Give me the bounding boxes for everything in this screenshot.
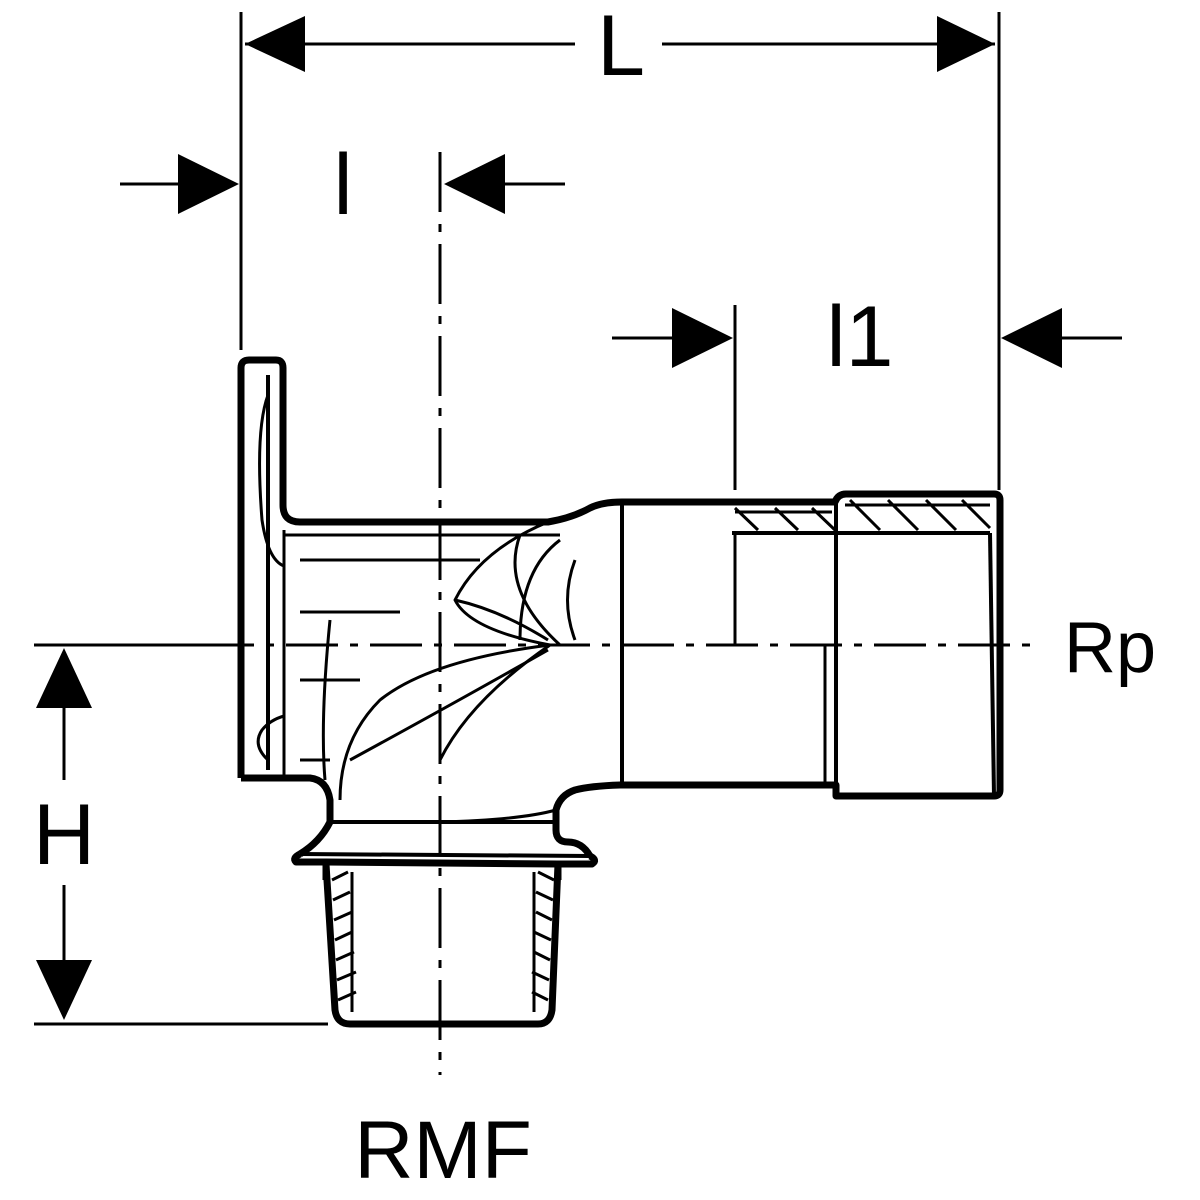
collar-mid-line <box>299 852 591 858</box>
wall-plate <box>237 356 301 782</box>
label-l: l <box>333 137 352 233</box>
arrowhead-l1-left <box>672 308 733 368</box>
body-bottom-left-outline <box>270 774 334 858</box>
arrowhead-l-left <box>178 154 239 214</box>
arrowhead-l-right <box>444 154 505 214</box>
inner-edge-right <box>988 532 996 797</box>
arrowhead-H-bottom <box>36 960 92 1020</box>
collar-right <box>554 852 599 880</box>
arrowhead-l1-right <box>1001 308 1062 368</box>
elbow-body <box>270 490 1004 858</box>
label-l1: l1 <box>827 289 894 385</box>
dimension-L: L <box>239 0 1001 490</box>
dimension-l1: l1 <box>612 289 1122 490</box>
flow-curve-1 <box>453 520 551 647</box>
wall-plate-gusset-bottom <box>256 714 285 762</box>
internal-thread-hatching <box>733 498 992 532</box>
label-RMF: RMF <box>354 1105 532 1196</box>
flow-curve-7 <box>513 534 562 647</box>
arrowhead-L-left <box>245 16 305 72</box>
label-Rp: Rp <box>1064 608 1156 688</box>
collar-left <box>291 850 330 880</box>
thread-top-line <box>325 858 559 868</box>
arrowhead-H-top <box>36 648 92 708</box>
flow-curve-6 <box>349 648 549 762</box>
body-top-outline <box>300 490 1004 790</box>
flow-curve-9 <box>321 619 332 781</box>
male-thread-hatching <box>331 870 555 1002</box>
body-bottom-outline <box>552 781 1004 858</box>
flow-curve-8 <box>566 559 577 641</box>
dimension-H: H <box>33 643 328 1026</box>
flow-curve-3 <box>454 598 549 642</box>
arrowhead-L-right <box>937 16 995 72</box>
male-thread-outlet <box>291 820 599 1028</box>
dimension-l: l <box>120 137 565 233</box>
label-H: H <box>33 787 95 883</box>
center-lines <box>34 152 1040 1075</box>
flow-curve-4 <box>338 643 551 801</box>
male-thread-body <box>322 863 562 1028</box>
label-L: L <box>597 0 645 94</box>
wall-plate-gusset-top <box>258 394 285 568</box>
wall-plate-outline <box>237 356 301 778</box>
